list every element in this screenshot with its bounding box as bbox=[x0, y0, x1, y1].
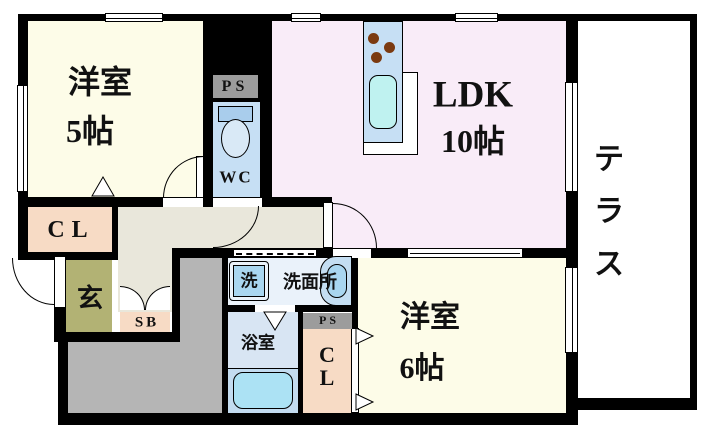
wall bbox=[203, 102, 213, 197]
label-pipe-space-bottom: PS bbox=[318, 313, 340, 327]
closet-bottom-folding-door-icon-upper bbox=[355, 327, 375, 345]
wall bbox=[58, 413, 578, 425]
closet-bottom-folding-door-icon-lower bbox=[355, 393, 375, 411]
service-space-gray-column bbox=[180, 258, 222, 413]
label-entrance: 玄 bbox=[76, 284, 104, 313]
label-washer: 洗 bbox=[240, 271, 258, 291]
wall bbox=[690, 14, 697, 410]
wall bbox=[172, 252, 180, 342]
stove-burner-icon bbox=[384, 42, 395, 53]
label-bathroom: 浴室 bbox=[241, 333, 275, 353]
wall bbox=[58, 342, 68, 420]
wall bbox=[172, 248, 578, 258]
shoe-box bbox=[120, 312, 170, 333]
wall bbox=[578, 398, 697, 410]
label-closet-bottom-c: C bbox=[319, 342, 335, 367]
wall bbox=[222, 258, 228, 413]
label-terrace-char-3: ス bbox=[594, 248, 624, 281]
label-washroom: 洗面所 bbox=[283, 272, 337, 292]
window-left-west-room-5 bbox=[17, 85, 28, 192]
label-shoe-box: SB bbox=[134, 314, 160, 331]
label-west-room-6-name: 洋室 bbox=[400, 301, 460, 334]
closet-top-folding-door-icon bbox=[91, 176, 115, 197]
service-space-gray-block bbox=[68, 342, 180, 413]
entrance-door-arc bbox=[12, 258, 54, 305]
pipe-space-top-box bbox=[213, 75, 258, 98]
toilet-bowl-icon bbox=[221, 119, 250, 158]
stove-burner-icon bbox=[371, 52, 382, 63]
room-terrace bbox=[578, 21, 690, 398]
wall bbox=[66, 332, 180, 342]
doorway-west-room-5 bbox=[163, 198, 203, 207]
wall bbox=[566, 21, 578, 420]
label-pipe-space-top: PS bbox=[221, 78, 249, 95]
washing-machine-drum-icon bbox=[233, 265, 265, 297]
bathroom-door-swing-icon bbox=[263, 311, 287, 331]
doorway-ldk bbox=[333, 249, 371, 258]
doorway-bathroom bbox=[255, 305, 295, 312]
ldk-door-leaf bbox=[323, 202, 333, 248]
label-terrace-char-1: テ bbox=[594, 143, 624, 176]
label-west-room-5-name: 洋室 bbox=[67, 64, 133, 100]
label-terrace-char-2: ラ bbox=[594, 195, 624, 228]
room-closet-top bbox=[28, 207, 112, 252]
pipe-space-bottom-box bbox=[303, 313, 352, 329]
window-west-room-6-terrace bbox=[565, 267, 578, 353]
bathtub-icon bbox=[233, 372, 293, 409]
window-top-ldk-right bbox=[455, 13, 498, 22]
room-entrance bbox=[66, 260, 112, 332]
stove-burner-icon bbox=[368, 33, 379, 44]
label-west-room-5-size: 5帖 bbox=[65, 113, 115, 149]
wall bbox=[260, 102, 272, 197]
window-ldk-terrace bbox=[565, 82, 578, 192]
doorway-wc bbox=[213, 198, 262, 207]
label-ldk-name: LDK bbox=[432, 74, 514, 116]
wall bbox=[298, 312, 303, 413]
wall bbox=[18, 14, 697, 21]
room-west-room-6 bbox=[358, 258, 566, 413]
label-wc: WC bbox=[219, 167, 253, 187]
label-ldk-size: 10帖 bbox=[440, 123, 506, 159]
sliding-door-washroom bbox=[233, 249, 317, 257]
vanity-basin-icon bbox=[327, 264, 347, 298]
wall bbox=[112, 207, 118, 260]
label-closet-top: CL bbox=[47, 217, 95, 243]
entrance-door-leaf bbox=[54, 256, 66, 308]
window-top-ldk-left bbox=[291, 13, 321, 22]
wall bbox=[18, 252, 118, 260]
window-top-west-room-5 bbox=[105, 13, 163, 22]
room-closet-bottom bbox=[303, 329, 352, 413]
room-bathroom bbox=[228, 312, 298, 368]
kitchen-sink-icon bbox=[369, 75, 397, 129]
closet-bottom-door-panel bbox=[351, 328, 359, 413]
wall bbox=[54, 307, 66, 342]
sliding-door-ldk-west-room-6 bbox=[407, 248, 523, 258]
label-west-room-6-size: 6帖 bbox=[399, 352, 445, 385]
label-closet-bottom-l: L bbox=[319, 365, 335, 390]
